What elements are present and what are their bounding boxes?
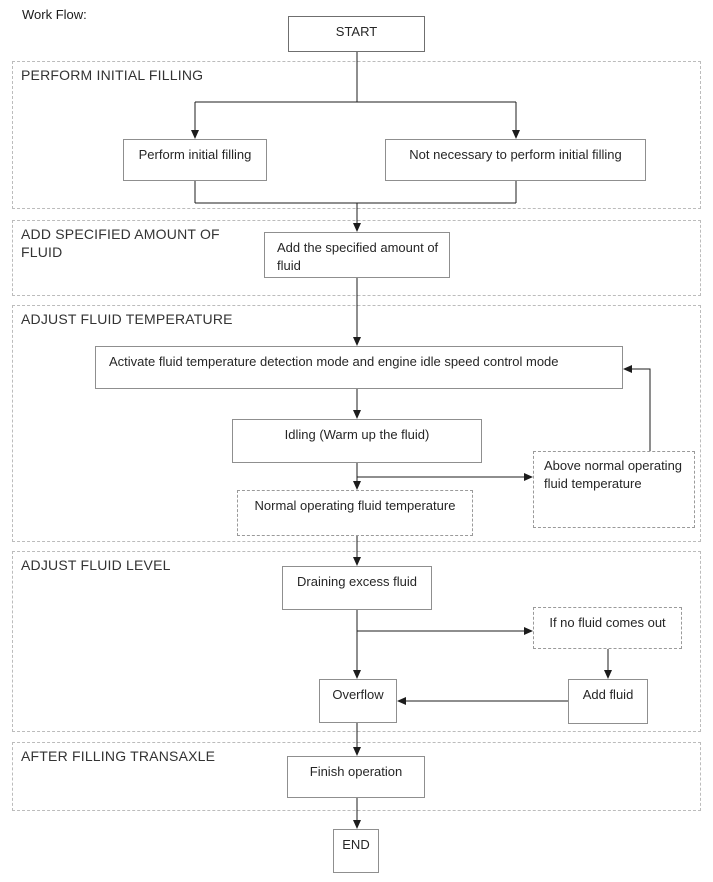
node-overflow: Overflow	[319, 679, 397, 723]
section-label: ADJUST FLUID LEVEL	[21, 557, 171, 573]
node-start: START	[288, 16, 425, 52]
node-draining-excess-fluid: Draining excess fluid	[282, 566, 432, 610]
node-perform-initial-filling: Perform initial filling	[123, 139, 267, 181]
node-normal-operating-temperature: Normal operating fluid temperature	[237, 490, 473, 536]
section-label: PERFORM INITIAL FILLING	[21, 67, 204, 83]
node-add-specified-amount: Add the specified amount of fluid	[264, 232, 450, 278]
node-idling-warm-up: Idling (Warm up the fluid)	[232, 419, 482, 463]
node-not-necessary-initial-filling: Not necessary to perform initial filling	[385, 139, 646, 181]
node-finish-operation: Finish operation	[287, 756, 425, 798]
page-title: Work Flow:	[22, 7, 87, 22]
node-activate-temperature-detection-mode: Activate fluid temperature detection mod…	[95, 346, 623, 389]
node-above-normal-temperature: Above normal operating fluid temperature	[533, 451, 695, 528]
section-label: AFTER FILLING TRANSAXLE	[21, 748, 216, 764]
section-label: ADJUST FLUID TEMPERATURE	[21, 311, 233, 327]
section-perform-initial-filling: PERFORM INITIAL FILLING	[12, 61, 701, 209]
node-end: END	[333, 829, 379, 873]
section-label: ADD SPECIFIED AMOUNT OF FLUID	[21, 226, 220, 260]
node-add-fluid: Add fluid	[568, 679, 648, 724]
node-if-no-fluid-comes-out: If no fluid comes out	[533, 607, 682, 649]
